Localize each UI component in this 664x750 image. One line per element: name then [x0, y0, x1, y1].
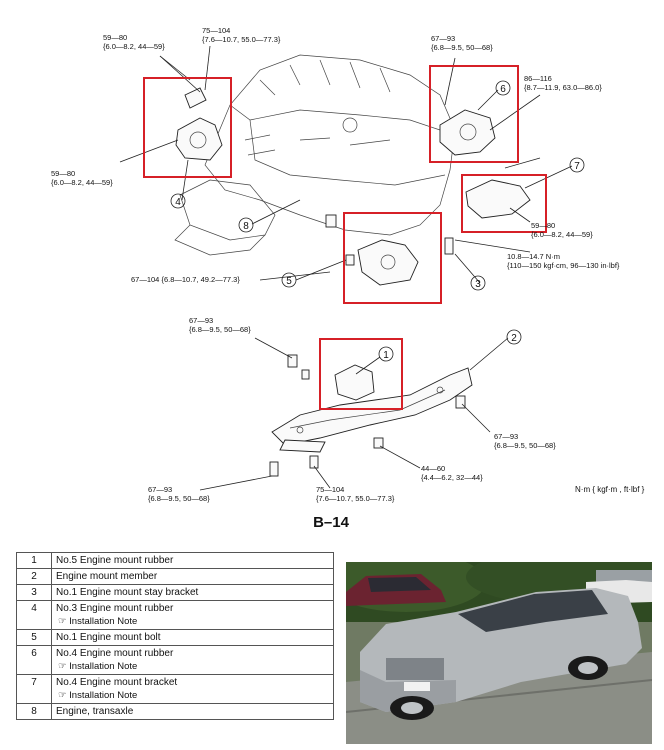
spec-s13b: {7.6—10.7, 55.0—77.3}	[316, 494, 395, 503]
part-number: 1	[16, 552, 52, 569]
spec-s13a: 75—104	[316, 485, 344, 494]
table-row: 2 Engine mount member	[16, 568, 334, 585]
spec-s12a: 67—93	[148, 485, 172, 494]
table-row: 6 No.4 Engine mount rubber☞ Installation…	[16, 645, 334, 675]
installation-note-link[interactable]: ☞ Installation Note	[58, 690, 138, 701]
part-name: No.3 Engine mount rubber☞ Installation N…	[51, 600, 334, 630]
spec-s4a: 86—116	[524, 74, 552, 83]
svg-text:3: 3	[475, 279, 481, 290]
spec-s7a: 10.8—14.7 N·m	[507, 252, 560, 261]
no5-engine-mount-rubber-part	[334, 364, 375, 401]
table-row: 8 Engine, transaxle	[16, 703, 334, 720]
part-number: 4	[16, 600, 52, 630]
highlight-box-6	[429, 65, 519, 163]
figure-label: B–14	[313, 514, 350, 531]
part-name: No.1 Engine mount stay bracket	[51, 584, 334, 601]
part-name: No.4 Engine mount rubber☞ Installation N…	[51, 645, 334, 675]
spec-s4b: {8.7—11.9, 63.0—86.0}	[524, 83, 602, 92]
engine-mount-member	[271, 367, 473, 453]
callout-1: 1	[378, 346, 394, 362]
part-number: 5	[16, 629, 52, 646]
highlight-box-7	[461, 174, 547, 233]
callout-6: 6	[495, 80, 511, 96]
bolts	[269, 214, 466, 477]
installation-note-link[interactable]: ☞ Installation Note	[58, 616, 138, 627]
svg-text:2: 2	[511, 333, 517, 344]
highlight-box-1	[319, 338, 403, 410]
leader-lines	[119, 45, 573, 491]
spec-s6a: 59—80	[531, 221, 555, 230]
spec-s11a: 44—60	[421, 464, 445, 473]
part-name: Engine mount member	[51, 568, 334, 585]
svg-text:4: 4	[175, 197, 181, 208]
svg-text:1: 1	[383, 350, 389, 361]
parts-legend-table: 1 No.5 Engine mount rubber 2 Engine moun…	[16, 552, 334, 720]
svg-text:8: 8	[243, 221, 249, 232]
part-number: 6	[16, 645, 52, 675]
part-number: 7	[16, 674, 52, 704]
spec-s7b: {110—150 kgf·cm, 96—130 in·lbf}	[507, 261, 620, 270]
table-row: 1 No.5 Engine mount rubber	[16, 552, 334, 569]
spec-s6b: {6.0—8.2, 44—59}	[531, 230, 593, 239]
no4-engine-mount-bracket-part	[465, 157, 541, 219]
callout-3: 3	[470, 275, 486, 291]
spec-s1b: {6.0—8.2, 44—59}	[103, 42, 165, 51]
spec-s8: 67—104 {6.8—10.7, 49.2—77.3}	[131, 275, 240, 284]
no1-engine-mount-stay-part	[357, 239, 419, 286]
svg-text:5: 5	[286, 276, 292, 287]
engine-mount-exploded-diagram: 1 2 3 4 5 6 7 8 59—80 {6.0—8.2, 44—59} 7…	[51, 26, 645, 531]
table-row: 3 No.1 Engine mount stay bracket	[16, 584, 334, 601]
part-number: 2	[16, 568, 52, 585]
svg-text:6: 6	[500, 84, 506, 95]
table-row: 4 No.3 Engine mount rubber☞ Installation…	[16, 600, 334, 630]
highlight-boxes	[143, 65, 547, 410]
part-name: Engine, transaxle	[51, 703, 334, 720]
part-number: 8	[16, 703, 52, 720]
spec-s5a: 59—80	[51, 169, 75, 178]
highlight-box-4	[143, 77, 232, 178]
spec-s2a: 75—104	[202, 26, 230, 35]
spec-s12b: {6.8—9.5, 50—68}	[148, 494, 210, 503]
callout-8: 8	[238, 217, 254, 233]
highlight-box-3	[343, 212, 442, 304]
table-row: 5 No.1 Engine mount bolt	[16, 629, 334, 646]
units-note: N·m { kgf·m , ft·lbf }	[575, 485, 645, 494]
spec-s2b: {7.6—10.7, 55.0—77.3}	[202, 35, 281, 44]
callout-4: 4	[170, 193, 186, 209]
no3-engine-mount-rubber-part	[175, 87, 223, 161]
spec-s3b: {6.8—9.5, 50—68}	[431, 43, 493, 52]
installation-note-link[interactable]: ☞ Installation Note	[58, 661, 138, 672]
part-name: No.4 Engine mount bracket☞ Installation …	[51, 674, 334, 704]
callout-7: 7	[569, 157, 585, 173]
car-photo	[346, 562, 652, 744]
part-name: No.5 Engine mount rubber	[51, 552, 334, 569]
spec-s10b: {6.8—9.5, 50—68}	[494, 441, 556, 450]
spec-s10a: 67—93	[494, 432, 518, 441]
silver-sedan	[360, 588, 642, 720]
no4-engine-mount-rubber-part	[439, 109, 496, 156]
part-name: No.1 Engine mount bolt	[51, 629, 334, 646]
spec-s5b: {6.0—8.2, 44—59}	[51, 178, 113, 187]
part-number: 3	[16, 584, 52, 601]
spec-s1a: 59—80	[103, 33, 127, 42]
spec-s11b: {4.4—6.2, 32—44}	[421, 473, 483, 482]
spec-s9a: 67—93	[189, 316, 213, 325]
svg-text:7: 7	[574, 161, 580, 172]
callout-5: 5	[281, 272, 297, 288]
callout-circles: 1 2 3 4 5 6 7 8	[170, 80, 585, 362]
spec-s3a: 67—93	[431, 34, 455, 43]
callout-2: 2	[506, 329, 522, 345]
torque-specs: 59—80 {6.0—8.2, 44—59} 75—104 {7.6—10.7,…	[51, 26, 620, 503]
spec-s9b: {6.8—9.5, 50—68}	[189, 325, 251, 334]
engine-drawing	[174, 54, 456, 256]
table-row: 7 No.4 Engine mount bracket☞ Installatio…	[16, 674, 334, 704]
